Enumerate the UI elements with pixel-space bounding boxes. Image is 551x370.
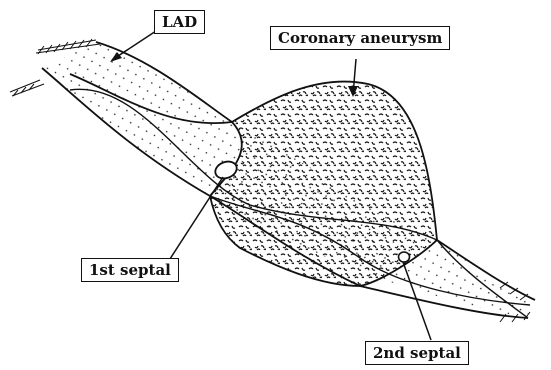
coronary-aneurysm-label: Coronary aneurysm (270, 26, 450, 50)
second-septal-label: 2nd septal (365, 341, 469, 365)
first-septal-label: 1st septal (81, 258, 179, 282)
first-septal-leader (168, 177, 223, 262)
second-septal-ostium (399, 252, 410, 262)
lad-label: LAD (154, 10, 205, 34)
